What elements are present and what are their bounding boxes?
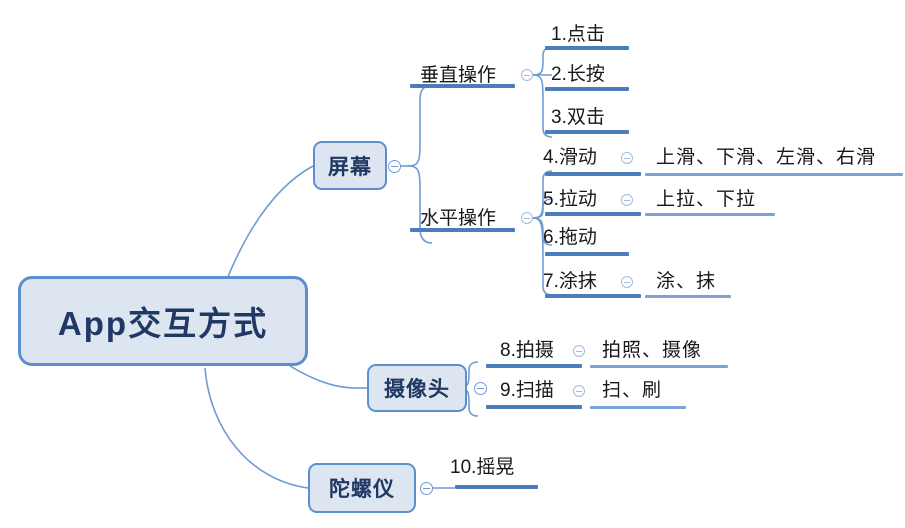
item-underline-9 [486, 405, 582, 409]
item-label-6: 6.拖动 [543, 227, 597, 248]
item-label-5: 5.拉动 [543, 189, 597, 210]
leaf-label-4: 上滑、下滑、左滑、右滑 [656, 147, 877, 168]
item-label-9: 9.扫描 [500, 380, 554, 401]
branch-node-screen[interactable]: 屏幕 [313, 141, 387, 190]
item-label-3: 3.双击 [551, 107, 605, 128]
branch-node-camera-label: 摄像头 [384, 378, 450, 401]
leaf-label-9: 扫、刷 [602, 380, 663, 401]
item-underline-7 [545, 294, 641, 298]
leaf-label-7: 涂、抹 [656, 271, 717, 292]
collapse-icon-item-5[interactable] [621, 194, 633, 206]
item-underline-6 [545, 252, 629, 256]
collapse-icon-vertical[interactable] [521, 69, 533, 81]
collapse-icon-item-4[interactable] [621, 152, 633, 164]
item-label-8: 8.拍摄 [500, 340, 554, 361]
branch-node-screen-label: 屏幕 [328, 155, 372, 179]
group-label-vertical: 垂直操作 [420, 65, 497, 86]
collapse-icon-horizontal[interactable] [521, 212, 533, 224]
item-label-1: 1.点击 [551, 24, 605, 45]
collapse-icon-camera[interactable] [474, 382, 487, 395]
group-underline-horizontal [410, 228, 515, 232]
group-underline-vertical [410, 84, 515, 88]
item-underline-2 [545, 87, 629, 91]
collapse-icon-item-9[interactable] [573, 385, 585, 397]
branch-node-camera[interactable]: 摄像头 [367, 364, 467, 412]
item-underline-3 [545, 130, 629, 134]
leaf-underline-7 [645, 295, 731, 298]
branch-node-gyroscope-label: 陀螺仪 [329, 478, 395, 501]
root-node[interactable]: App交互方式 [18, 276, 308, 366]
leaf-underline-4 [645, 173, 903, 176]
item-underline-8 [486, 364, 582, 368]
group-label-horizontal: 水平操作 [420, 208, 497, 229]
item-label-2: 2.长按 [551, 64, 605, 85]
item-underline-5 [545, 212, 641, 216]
leaf-label-5: 上拉、下拉 [656, 189, 757, 210]
branch-node-gyroscope[interactable]: 陀螺仪 [308, 463, 416, 513]
item-underline-10 [455, 485, 538, 489]
leaf-label-8: 拍照、摄像 [602, 340, 703, 361]
item-underline-1 [545, 46, 629, 50]
item-label-4: 4.滑动 [543, 147, 597, 168]
collapse-icon-item-7[interactable] [621, 276, 633, 288]
item-label-7: 7.涂抹 [543, 271, 597, 292]
leaf-underline-9 [590, 406, 686, 409]
collapse-icon-gyroscope[interactable] [420, 482, 433, 495]
collapse-icon-screen[interactable] [388, 160, 401, 173]
item-label-10: 10.摇晃 [450, 457, 515, 478]
leaf-underline-5 [645, 213, 775, 216]
root-node-label: App交互方式 [57, 305, 269, 342]
collapse-icon-item-8[interactable] [573, 345, 585, 357]
item-underline-4 [545, 172, 641, 176]
leaf-underline-8 [590, 365, 728, 368]
